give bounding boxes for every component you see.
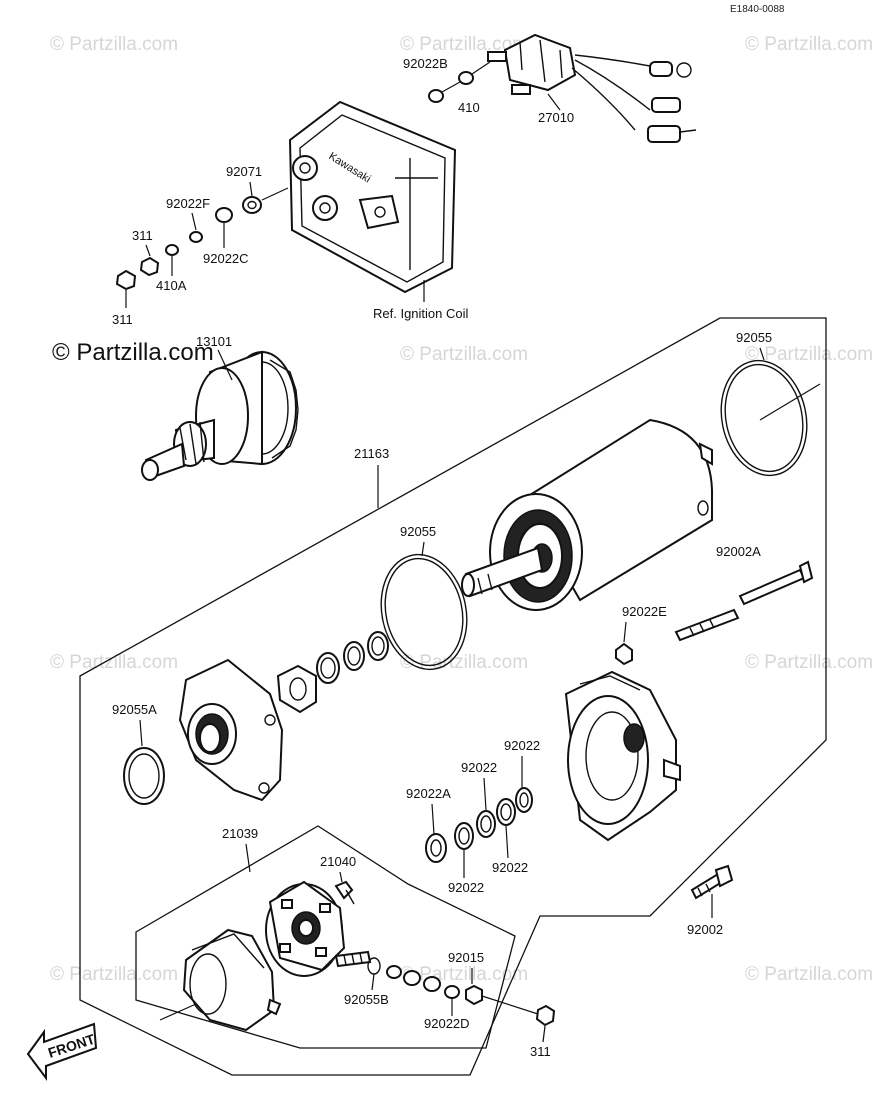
label-92022-b: 92022 [461,760,497,775]
label-410: 410 [458,100,480,115]
washer-92022D [444,985,460,999]
shim-92022-2 [476,810,496,838]
label-92002A: 92002A [716,544,761,559]
lock-plate [276,664,317,714]
washer-small-1 [386,965,402,979]
label-92055B: 92055B [344,992,389,1007]
nut-410 [458,71,474,85]
shim-92022-3 [496,798,516,826]
label-92015: 92015 [448,950,484,965]
nut-92015 [465,984,483,1006]
circlip-92055B [367,957,381,975]
label-92071: 92071 [226,164,262,179]
label-92022C: 92022C [203,251,249,266]
drawing-code: E1840-0088 [730,4,785,15]
label-311-left: 311 [112,312,133,327]
brush-housing-cover [182,928,282,1032]
washer-small-2 [403,970,421,986]
grommet-92071 [242,196,262,214]
nut-311-upper [139,256,160,277]
label-92022-a: 92022 [504,738,540,753]
watermark: © Partzilla.com [745,34,873,55]
label-92002: 92002 [687,922,723,937]
watermark-primary: © Partzilla.com [52,339,214,366]
label-92055A: 92055A [112,702,157,717]
front-end-cover [178,658,284,802]
label-92022E: 92022E [622,604,667,619]
reference-label: Ref. Ignition Coil [373,306,468,321]
nut-311-bottom [535,1004,556,1027]
shim-92022A [425,833,447,863]
o-ring-92055A [123,747,165,805]
through-bolt-92002A-lower [674,608,740,642]
washer-92022C [215,207,233,223]
washer-small-3 [423,976,441,992]
watermark: © Partzilla.com [745,344,873,365]
label-21163: 21163 [354,446,389,461]
label-21039: 21039 [222,826,258,841]
label-92022A: 92022A [406,786,451,801]
watermarks: © Partzilla.com © Partzilla.com © Partzi… [50,34,873,985]
label-92022D: 92022D [424,1016,470,1031]
label-92022B: 92022B [403,56,448,71]
label-13101: 13101 [196,334,232,349]
watermark: © Partzilla.com [50,964,178,985]
label-410A: 410A [156,278,187,293]
watermark: © Partzilla.com [745,964,873,985]
washer-92022E [615,642,633,666]
label-27010: 27010 [538,110,574,125]
assembly-frame-21163 [79,317,827,1076]
washer-92022B [428,89,444,103]
label-92055-top: 92055 [736,330,772,345]
watermark: © Partzilla.com [50,652,178,673]
motor-yoke [461,418,713,611]
front-direction-arrow: FRONT [26,1022,97,1081]
watermark: © Partzilla.com [50,34,178,55]
washer-stack-1 [367,631,389,661]
watermark: © Partzilla.com [400,652,528,673]
label-92022F: 92022F [166,196,210,211]
brush-assembly-frame-21039 [135,825,516,1049]
shim-92022-4 [515,787,533,813]
label-92022-d: 92022 [492,860,528,875]
label-311-top: 311 [132,228,153,243]
through-bolt-92002A-upper [738,568,806,606]
o-ring-92055-top [720,359,808,477]
starter-clutch-13101 [141,350,299,481]
brush-holder-plate [265,880,346,977]
watermark: © Partzilla.com [400,34,528,55]
nut-311-lower [115,269,137,291]
ignition-coil-housing: Kawasaki [288,100,457,294]
watermark: © Partzilla.com [745,652,873,673]
label-21040: 21040 [320,854,356,869]
label-311-bottom: 311 [530,1044,551,1059]
nut-410A [165,244,179,256]
label-92022-c: 92022 [448,880,484,895]
washer-92022F [189,231,203,243]
label-92055-middle: 92055 [400,524,436,539]
rear-end-cover [564,670,681,842]
washer-stack-2 [343,641,365,671]
starter-relay-27010 [487,33,697,143]
watermark: © Partzilla.com [400,344,528,365]
shim-92022-1 [454,822,474,850]
o-ring-92055-middle [380,553,468,671]
